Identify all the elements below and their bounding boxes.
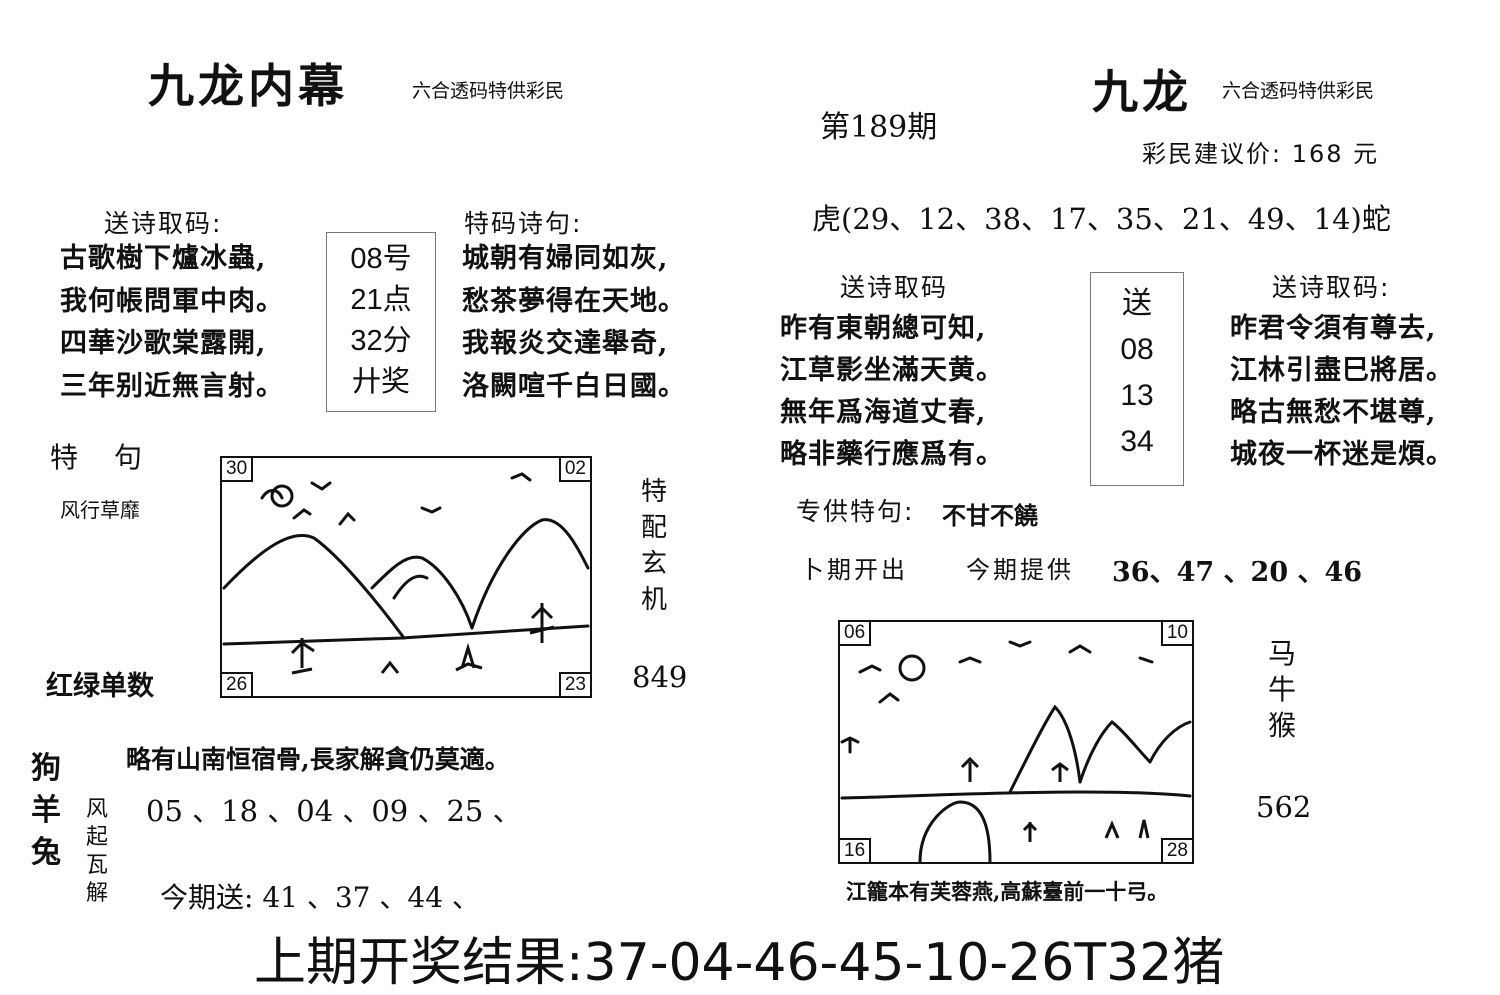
right-poem-label-b: 送诗取码: bbox=[1272, 273, 1391, 302]
poem-line: 愁茶夢得在天地。 bbox=[462, 285, 686, 317]
left-number-box: 08号 21点 32分 廾奖 bbox=[326, 232, 436, 412]
box-line: 08 bbox=[1120, 333, 1154, 366]
box-line: 34 bbox=[1120, 425, 1154, 458]
poem-line: 江草影坐滿天黄。 bbox=[780, 355, 1004, 386]
poem-line: 四華沙歌棠露開, bbox=[60, 328, 267, 359]
side-char: 马 bbox=[1267, 637, 1296, 670]
poem-line: 古歌樹下爐冰蟲, bbox=[60, 243, 267, 274]
left-animals: 狗 羊 兔 bbox=[24, 748, 68, 874]
box-line: 21点 bbox=[350, 284, 412, 316]
feng-vertical: 风 起 瓦 解 bbox=[80, 796, 114, 908]
right-special-text: 不甘不饒 bbox=[942, 501, 1038, 530]
corner-bl: 16 bbox=[840, 838, 872, 862]
last-result: 上期开奖结果:37-04-46-45-10-26T32猪 bbox=[254, 933, 1225, 993]
poem-line: 略非藥行應爲有。 bbox=[780, 439, 1004, 470]
te-ju-text: 风行草靡 bbox=[60, 498, 140, 522]
sun-icon bbox=[898, 654, 926, 682]
left-poem-line2: 略有山南恒宿骨,長家解貪仍莫適。 bbox=[126, 745, 510, 774]
right-subtitle: 六合透码特供彩民 bbox=[1222, 80, 1375, 102]
corner-tr: 02 bbox=[558, 458, 590, 482]
right-special-label: 专供特句: bbox=[796, 497, 915, 526]
right-number-box: 送 08 13 34 bbox=[1090, 272, 1184, 486]
poem-line: 昨有東朝總可知, bbox=[780, 313, 987, 344]
poem-line: 洛闕喧千白日國。 bbox=[462, 370, 686, 402]
animal: 兔 bbox=[31, 835, 61, 870]
box-line: 廾奖 bbox=[351, 366, 410, 398]
right-poem-label-a: 送诗取码 bbox=[840, 273, 949, 302]
box-line: 32分 bbox=[350, 325, 412, 357]
poem-line: 城朝有婦同如灰, bbox=[462, 243, 669, 274]
box-line: 13 bbox=[1120, 379, 1154, 412]
feng-char: 风 bbox=[85, 797, 108, 822]
poem-line: 我何帳問軍中肉。 bbox=[60, 285, 284, 317]
red-green-label: 红绿单数 bbox=[46, 671, 154, 702]
animal: 狗 bbox=[31, 751, 61, 786]
side-char: 特 bbox=[640, 477, 667, 507]
poem-line: 略古無愁不堪尊, bbox=[1230, 397, 1437, 428]
corner-tl: 06 bbox=[840, 622, 872, 646]
left-poem-label: 送诗取码: bbox=[104, 209, 223, 238]
feng-char: 解 bbox=[85, 881, 108, 906]
box-line: 08号 bbox=[350, 243, 412, 275]
corner-br: 28 bbox=[1160, 838, 1192, 862]
poem-line: 城夜一杯迷是煩。 bbox=[1230, 439, 1454, 470]
corner-br: 23 bbox=[558, 672, 590, 696]
right-title: 九龙 bbox=[1092, 65, 1192, 119]
poem-line: 昨君令須有尊去, bbox=[1230, 313, 1437, 344]
left-subtitle: 六合透码特供彩民 bbox=[412, 80, 565, 102]
corner-tl: 30 bbox=[222, 458, 254, 482]
right-caption: 江籠本有芙蓉燕,高蘇臺前一十弓。 bbox=[846, 879, 1169, 904]
poem-line: 無年爲海道丈春, bbox=[780, 397, 987, 428]
left-poem: 古歌樹下爐冰蟲, 我何帳問軍中肉。 四華沙歌棠露開, 三年别近無言射。 bbox=[60, 238, 284, 408]
side-char: 牛 bbox=[1267, 673, 1296, 706]
side-char: 配 bbox=[640, 513, 667, 543]
side-char: 猴 bbox=[1267, 709, 1296, 742]
feng-char: 瓦 bbox=[85, 853, 108, 878]
corner-tr: 10 bbox=[1160, 622, 1192, 646]
right-picture: 06 10 16 28 bbox=[838, 620, 1194, 864]
box-line: 送 bbox=[1122, 287, 1152, 320]
right-side-vertical: 马 牛 猴 bbox=[1262, 636, 1302, 744]
num-849: 849 bbox=[632, 660, 688, 694]
left-title: 九龙内幕 bbox=[148, 59, 348, 113]
num-562: 562 bbox=[1256, 790, 1312, 824]
left-picture: 30 02 26 23 bbox=[220, 456, 592, 698]
poem-line: 三年别近無言射。 bbox=[60, 370, 284, 402]
left-send-line: 今期送: 41 、37 、44 、 bbox=[160, 881, 480, 914]
right-poem-a: 昨有東朝總可知, 江草影坐滿天黄。 無年爲海道丈春, 略非藥行應爲有。 bbox=[780, 308, 1004, 476]
issue-number: 第189期 bbox=[820, 110, 938, 145]
tiger-line: 虎(29、12、38、17、35、21、49、14)蛇 bbox=[812, 202, 1391, 236]
left-special-label: 特码诗句: bbox=[464, 209, 583, 238]
feng-char: 起 bbox=[85, 825, 108, 850]
poem-line: 我報炎交達舉奇, bbox=[462, 328, 669, 359]
animal: 羊 bbox=[31, 793, 61, 828]
corner-bl: 26 bbox=[222, 672, 254, 696]
poem-line: 江林引盡巳將居。 bbox=[1230, 355, 1454, 386]
landscape-drawing bbox=[840, 640, 1192, 862]
te-ju-label: 特 句 bbox=[50, 441, 147, 474]
this-label: 今期提供 bbox=[966, 556, 1074, 584]
side-char: 玄 bbox=[640, 549, 667, 579]
side-char: 机 bbox=[640, 585, 667, 615]
right-poem-b: 昨君令須有尊去, 江林引盡巳將居。 略古無愁不堪尊, 城夜一杯迷是煩。 bbox=[1230, 308, 1454, 476]
landscape-drawing bbox=[222, 472, 590, 675]
left-side-vertical: 特 配 玄 机 bbox=[634, 474, 674, 618]
last-label: 卜期开出 bbox=[800, 556, 908, 584]
left-special-poem: 城朝有婦同如灰, 愁茶夢得在天地。 我報炎交達舉奇, 洛闕喧千白日國。 bbox=[462, 238, 686, 408]
price-label: 彩民建议价: 168 元 bbox=[1142, 140, 1380, 168]
left-nums-line: 05 、18 、04 、09 、25 、 bbox=[146, 794, 522, 828]
this-nums: 36、47 、20 、46 bbox=[1112, 557, 1363, 588]
sun-icon bbox=[270, 484, 294, 508]
